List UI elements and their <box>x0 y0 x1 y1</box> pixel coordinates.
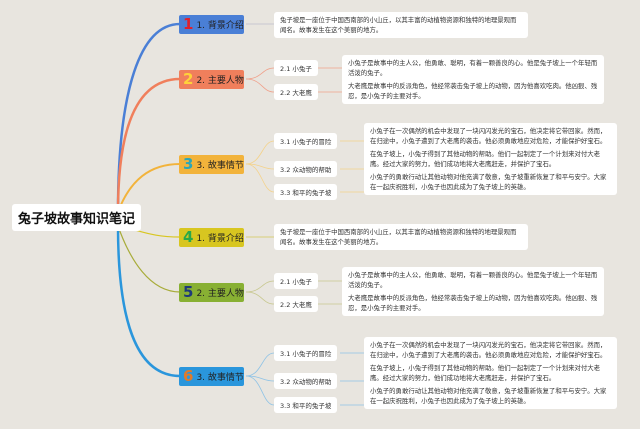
topic-label: 3. 故事情节 <box>196 373 244 383</box>
marker-icon: 2 <box>183 70 194 88</box>
subtopic-eagle[interactable]: 2.2 大老鹰 <box>274 84 318 100</box>
subtopic-peace[interactable]: 3.3 和平的兔子坡 <box>274 397 338 413</box>
note-text: 兔子坡是一座位于中国西南部的小山丘，以其丰富的动植物资源和独特的地理景观而闻名。… <box>280 228 517 246</box>
subtopic-adventure[interactable]: 3.1 小兔子的冒险 <box>274 345 338 361</box>
marker-icon: 5 <box>183 283 194 301</box>
subtopic-help[interactable]: 3.2 众动物的帮助 <box>274 373 338 389</box>
topic-background-4[interactable]: 4 1. 背景介绍 <box>179 228 244 247</box>
topic-label: 3. 故事情节 <box>196 161 244 171</box>
note-text: 小兔子的勇敢行动让其他动物对他充满了敬意，兔子坡重新恢复了和平与安宁。大家在一起… <box>370 173 607 191</box>
subtopic-help[interactable]: 3.2 众动物的帮助 <box>274 161 338 177</box>
note-plot-3[interactable]: 小兔子在一次偶然的机会中发现了一块闪闪发光的宝石，他决定将它带回家。然而，在归途… <box>364 123 617 195</box>
marker-icon: 6 <box>183 367 194 385</box>
subtopic-adventure[interactable]: 3.1 小兔子的冒险 <box>274 133 338 149</box>
note-text: 兔子坡是一座位于中国西南部的小山丘，以其丰富的动植物资源和独特的地理景观而闻名。… <box>280 16 517 34</box>
note-characters-2[interactable]: 小兔子是故事中的主人公，他勇敢、聪明，有着一颗善良的心。他是兔子坡上一个年轻而活… <box>342 55 604 104</box>
topic-label: 1. 背景介绍 <box>196 21 244 31</box>
note-text: 小兔子的勇敢行动让其他动物对他充满了敬意，兔子坡重新恢复了和平与安宁。大家在一起… <box>370 387 607 405</box>
note-text: 小兔子是故事中的主人公，他勇敢、聪明，有着一颗善良的心。他是兔子坡上一个年轻而活… <box>348 271 598 289</box>
topic-label: 1. 背景介绍 <box>196 234 244 244</box>
note-background-4[interactable]: 兔子坡是一座位于中国西南部的小山丘，以其丰富的动植物资源和独特的地理景观而闻名。… <box>274 224 528 250</box>
marker-icon: 3 <box>183 155 194 173</box>
subtopic-rabbit[interactable]: 2.1 小兔子 <box>274 60 318 76</box>
subtopic-peace[interactable]: 3.3 和平的兔子坡 <box>274 184 338 200</box>
topic-characters-2[interactable]: 2 2. 主要人物 <box>179 70 244 89</box>
note-text: 小兔子在一次偶然的机会中发现了一块闪闪发光的宝石，他决定将它带回家。然而，在归途… <box>370 127 607 145</box>
marker-icon: 1 <box>183 15 194 33</box>
subtopic-rabbit[interactable]: 2.1 小兔子 <box>274 273 318 289</box>
note-plot-6[interactable]: 小兔子在一次偶然的机会中发现了一块闪闪发光的宝石，他决定将它带回家。然而，在归途… <box>364 337 617 409</box>
topic-label: 2. 主要人物 <box>196 289 244 299</box>
note-characters-5[interactable]: 小兔子是故事中的主人公，他勇敢、聪明，有着一颗善良的心。他是兔子坡上一个年轻而活… <box>342 267 604 316</box>
note-text: 在兔子坡上，小兔子得到了其他动物的帮助。他们一起制定了一个计划来对付大老鹰。经过… <box>370 150 601 168</box>
note-text: 大老鹰是故事中的反派角色，他经常袭击兔子坡上的动物，因为他喜欢吃肉。他凶狠、残忍… <box>348 82 598 100</box>
note-text: 大老鹰是故事中的反派角色，他经常袭击兔子坡上的动物，因为他喜欢吃肉。他凶狠、残忍… <box>348 294 598 312</box>
note-text: 小兔子在一次偶然的机会中发现了一块闪闪发光的宝石，他决定将它带回家。然而，在归途… <box>370 341 607 359</box>
topic-label: 2. 主要人物 <box>196 76 244 86</box>
topic-plot-3[interactable]: 3 3. 故事情节 <box>179 155 244 174</box>
note-background-1[interactable]: 兔子坡是一座位于中国西南部的小山丘，以其丰富的动植物资源和独特的地理景观而闻名。… <box>274 12 528 38</box>
topic-characters-5[interactable]: 5 2. 主要人物 <box>179 283 244 302</box>
root-topic[interactable]: 兔子坡故事知识笔记 <box>12 204 142 231</box>
subtopic-eagle[interactable]: 2.2 大老鹰 <box>274 296 318 312</box>
marker-icon: 4 <box>183 228 194 246</box>
topic-plot-6[interactable]: 6 3. 故事情节 <box>179 367 244 386</box>
topic-background-1[interactable]: 1 1. 背景介绍 <box>179 15 244 34</box>
note-text: 在兔子坡上，小兔子得到了其他动物的帮助。他们一起制定了一个计划来对付大老鹰。经过… <box>370 364 601 382</box>
note-text: 小兔子是故事中的主人公，他勇敢、聪明，有着一颗善良的心。他是兔子坡上一个年轻而活… <box>348 59 598 77</box>
